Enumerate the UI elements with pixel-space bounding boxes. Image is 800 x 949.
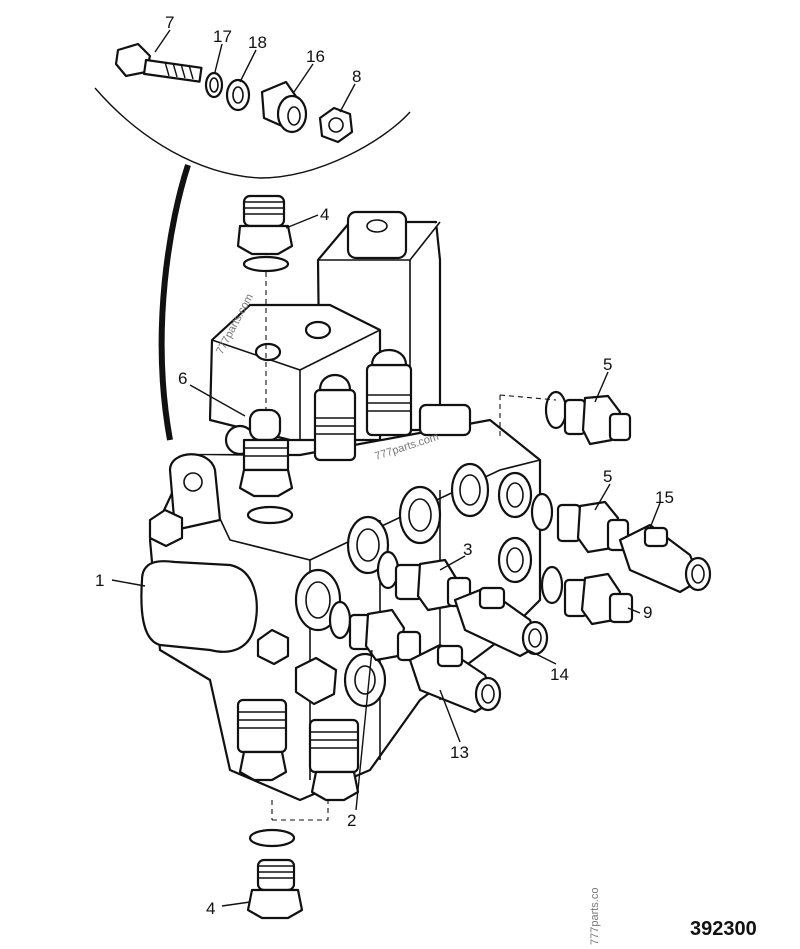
callout-4-bottom: 4 — [206, 899, 215, 918]
tee-15 — [618, 523, 712, 594]
callout-9: 9 — [643, 603, 652, 622]
callout-8: 8 — [352, 67, 361, 86]
callout-4-top: 4 — [320, 205, 329, 224]
spacer-16 — [260, 80, 308, 134]
end-cover-1 — [140, 560, 258, 653]
test-point-6 — [224, 408, 294, 525]
fitting-9 — [540, 565, 634, 626]
fitting-5-upper — [544, 390, 632, 446]
solenoid-cap — [346, 210, 408, 260]
inset-circle-arc — [94, 87, 411, 179]
fitting-3 — [376, 550, 472, 612]
callout-5-lower: 5 — [603, 467, 612, 486]
hardware-inset — [94, 42, 411, 441]
callout-6: 6 — [178, 369, 187, 388]
callout-2: 2 — [347, 811, 356, 830]
callout-1: 1 — [95, 571, 104, 590]
callout-3: 3 — [463, 540, 472, 559]
callouts: 7 17 18 16 8 4 6 5 5 15 3 9 14 13 2 1 4 — [95, 13, 674, 918]
callout-5-upper: 5 — [603, 355, 612, 374]
callout-15: 15 — [655, 488, 674, 507]
inset-pointer — [158, 164, 191, 441]
mounting-lug — [168, 453, 222, 532]
plug — [313, 374, 357, 462]
adapter-4-top — [236, 194, 294, 273]
tee-13 — [408, 643, 502, 714]
callout-14: 14 — [550, 665, 569, 684]
callout-13: 13 — [450, 743, 469, 762]
leader-lines — [111, 29, 661, 907]
callout-17: 17 — [213, 27, 232, 46]
callout-18: 18 — [248, 33, 267, 52]
fitting-5-lower — [530, 492, 630, 554]
bolt-7 — [114, 42, 203, 83]
watermark: 777parts.co — [589, 888, 601, 945]
bottom-fitting — [308, 718, 360, 802]
o-ring — [248, 828, 296, 848]
callout-16: 16 — [306, 47, 325, 66]
valve-assembly — [140, 210, 542, 802]
assembly-line — [272, 796, 329, 821]
adapter-4-bottom — [246, 858, 304, 920]
assembly-line — [499, 394, 557, 440]
nut-8 — [318, 106, 354, 144]
plug — [365, 349, 413, 437]
drawing-number: 392300 — [690, 918, 757, 940]
callout-7: 7 — [165, 13, 174, 32]
bottom-fitting — [236, 698, 288, 782]
